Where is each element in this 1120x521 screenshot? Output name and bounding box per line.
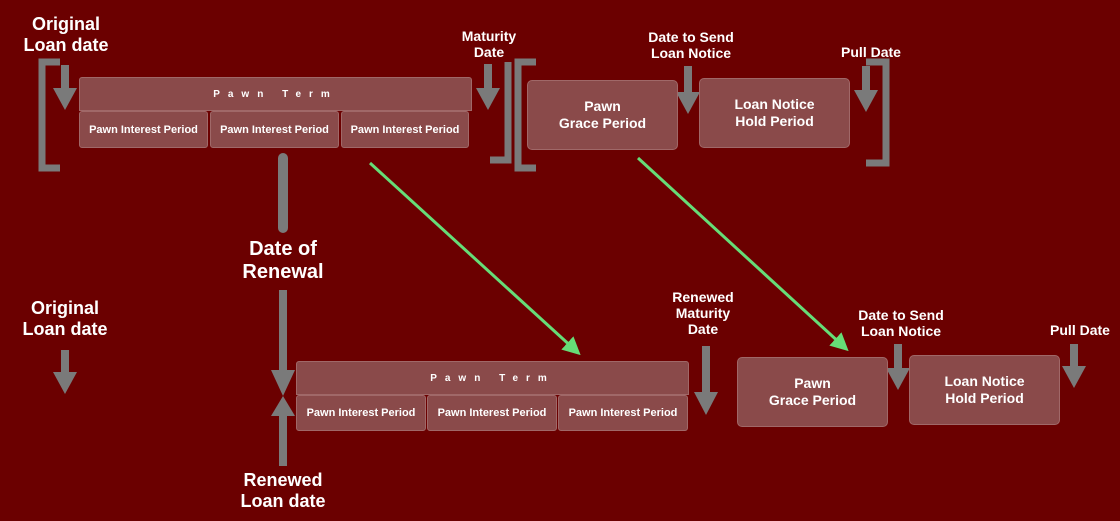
- top-grace-period-box: Pawn Grace Period: [527, 80, 678, 150]
- bottom-original-loan-date-label: Original Loan date: [22, 298, 108, 339]
- bottom-send-notice-label: Date to Send Loan Notice: [858, 307, 944, 340]
- top-pull-date-label: Pull Date: [841, 44, 901, 60]
- renewed-loan-date-label: Renewed Loan date: [240, 470, 326, 511]
- bottom-pull-date-arrow: [1062, 344, 1086, 388]
- top-interest-period-2: Pawn Interest Period: [210, 111, 339, 148]
- bottom-interest-period-2: Pawn Interest Period: [427, 395, 557, 431]
- grace-shift-arrow: [636, 156, 849, 352]
- bottom-pawn-term: Pawn Term: [296, 361, 689, 395]
- top-hold-close-bracket: [866, 58, 890, 167]
- top-grace-open-bracket: [514, 58, 536, 172]
- top-send-notice-arrow: [676, 66, 700, 114]
- top-notice-hold-box: Loan Notice Hold Period: [699, 78, 850, 148]
- renewal-down-arrow: [271, 290, 295, 396]
- bottom-pull-date-label: Pull Date: [1050, 322, 1110, 338]
- bottom-interest-period-1: Pawn Interest Period: [296, 395, 426, 431]
- top-pawn-term: Pawn Term: [79, 77, 472, 111]
- top-original-loan-date-label: Original Loan date: [23, 14, 109, 55]
- date-of-renewal-label: Date of Renewal: [242, 238, 324, 283]
- bottom-maturity-date-arrow: [694, 346, 718, 415]
- bottom-original-date-arrow: [53, 350, 77, 394]
- renewal-connector-bar: [278, 153, 288, 233]
- bottom-grace-period-box: Pawn Grace Period: [737, 357, 888, 427]
- term-shift-arrow: [368, 161, 581, 356]
- top-original-date-arrow: [53, 65, 77, 110]
- renewed-loan-up-arrow: [271, 396, 295, 466]
- bottom-interest-period-3: Pawn Interest Period: [558, 395, 688, 431]
- top-send-notice-label: Date to Send Loan Notice: [648, 29, 734, 62]
- top-maturity-date-label: Maturity Date: [461, 28, 517, 61]
- bottom-send-notice-arrow: [886, 344, 910, 390]
- top-interest-period-3: Pawn Interest Period: [341, 111, 469, 148]
- top-term-close-bracket: [490, 62, 512, 164]
- top-interest-period-1: Pawn Interest Period: [79, 111, 208, 148]
- top-pull-date-arrow: [854, 66, 878, 112]
- top-maturity-date-arrow: [476, 64, 500, 110]
- bottom-notice-hold-box: Loan Notice Hold Period: [909, 355, 1060, 425]
- top-term-open-bracket: [38, 58, 60, 172]
- renewed-maturity-date-label: Renewed Maturity Date: [672, 289, 734, 338]
